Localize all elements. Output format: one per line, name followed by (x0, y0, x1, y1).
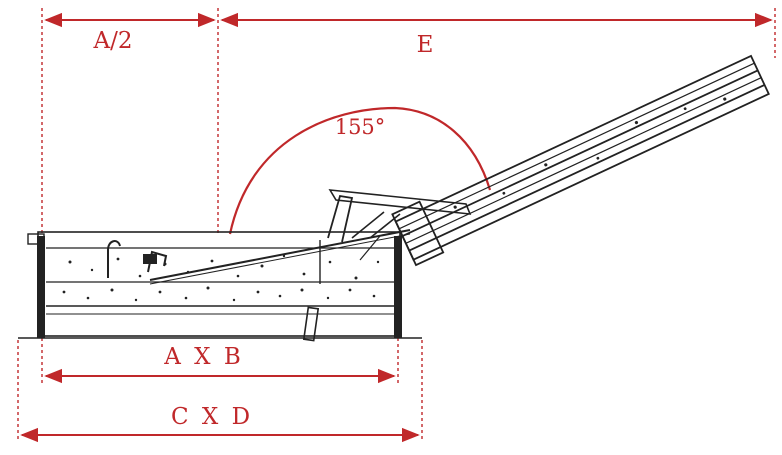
angle-label: 155° (335, 115, 386, 139)
support-arm (327, 194, 354, 243)
hanging-latch (302, 306, 320, 342)
lid-outer (394, 54, 770, 261)
handle (147, 250, 168, 273)
lid-hinge-block (391, 200, 445, 267)
opening-angle-arc (228, 106, 492, 235)
dimension-arrows (20, 12, 773, 443)
open-lid (391, 54, 770, 267)
gas-spring (149, 229, 411, 281)
right-post (394, 236, 402, 338)
left-post (37, 236, 45, 338)
left-flange (27, 233, 45, 245)
a-half-label: A/2 (93, 28, 133, 54)
axb-label: A X B (163, 344, 244, 370)
latch-hook (107, 240, 121, 278)
insulation-texture (62, 254, 380, 302)
e-label: E (417, 32, 434, 58)
hatch-frame (18, 189, 472, 342)
cxd-label: C X D (171, 404, 253, 430)
